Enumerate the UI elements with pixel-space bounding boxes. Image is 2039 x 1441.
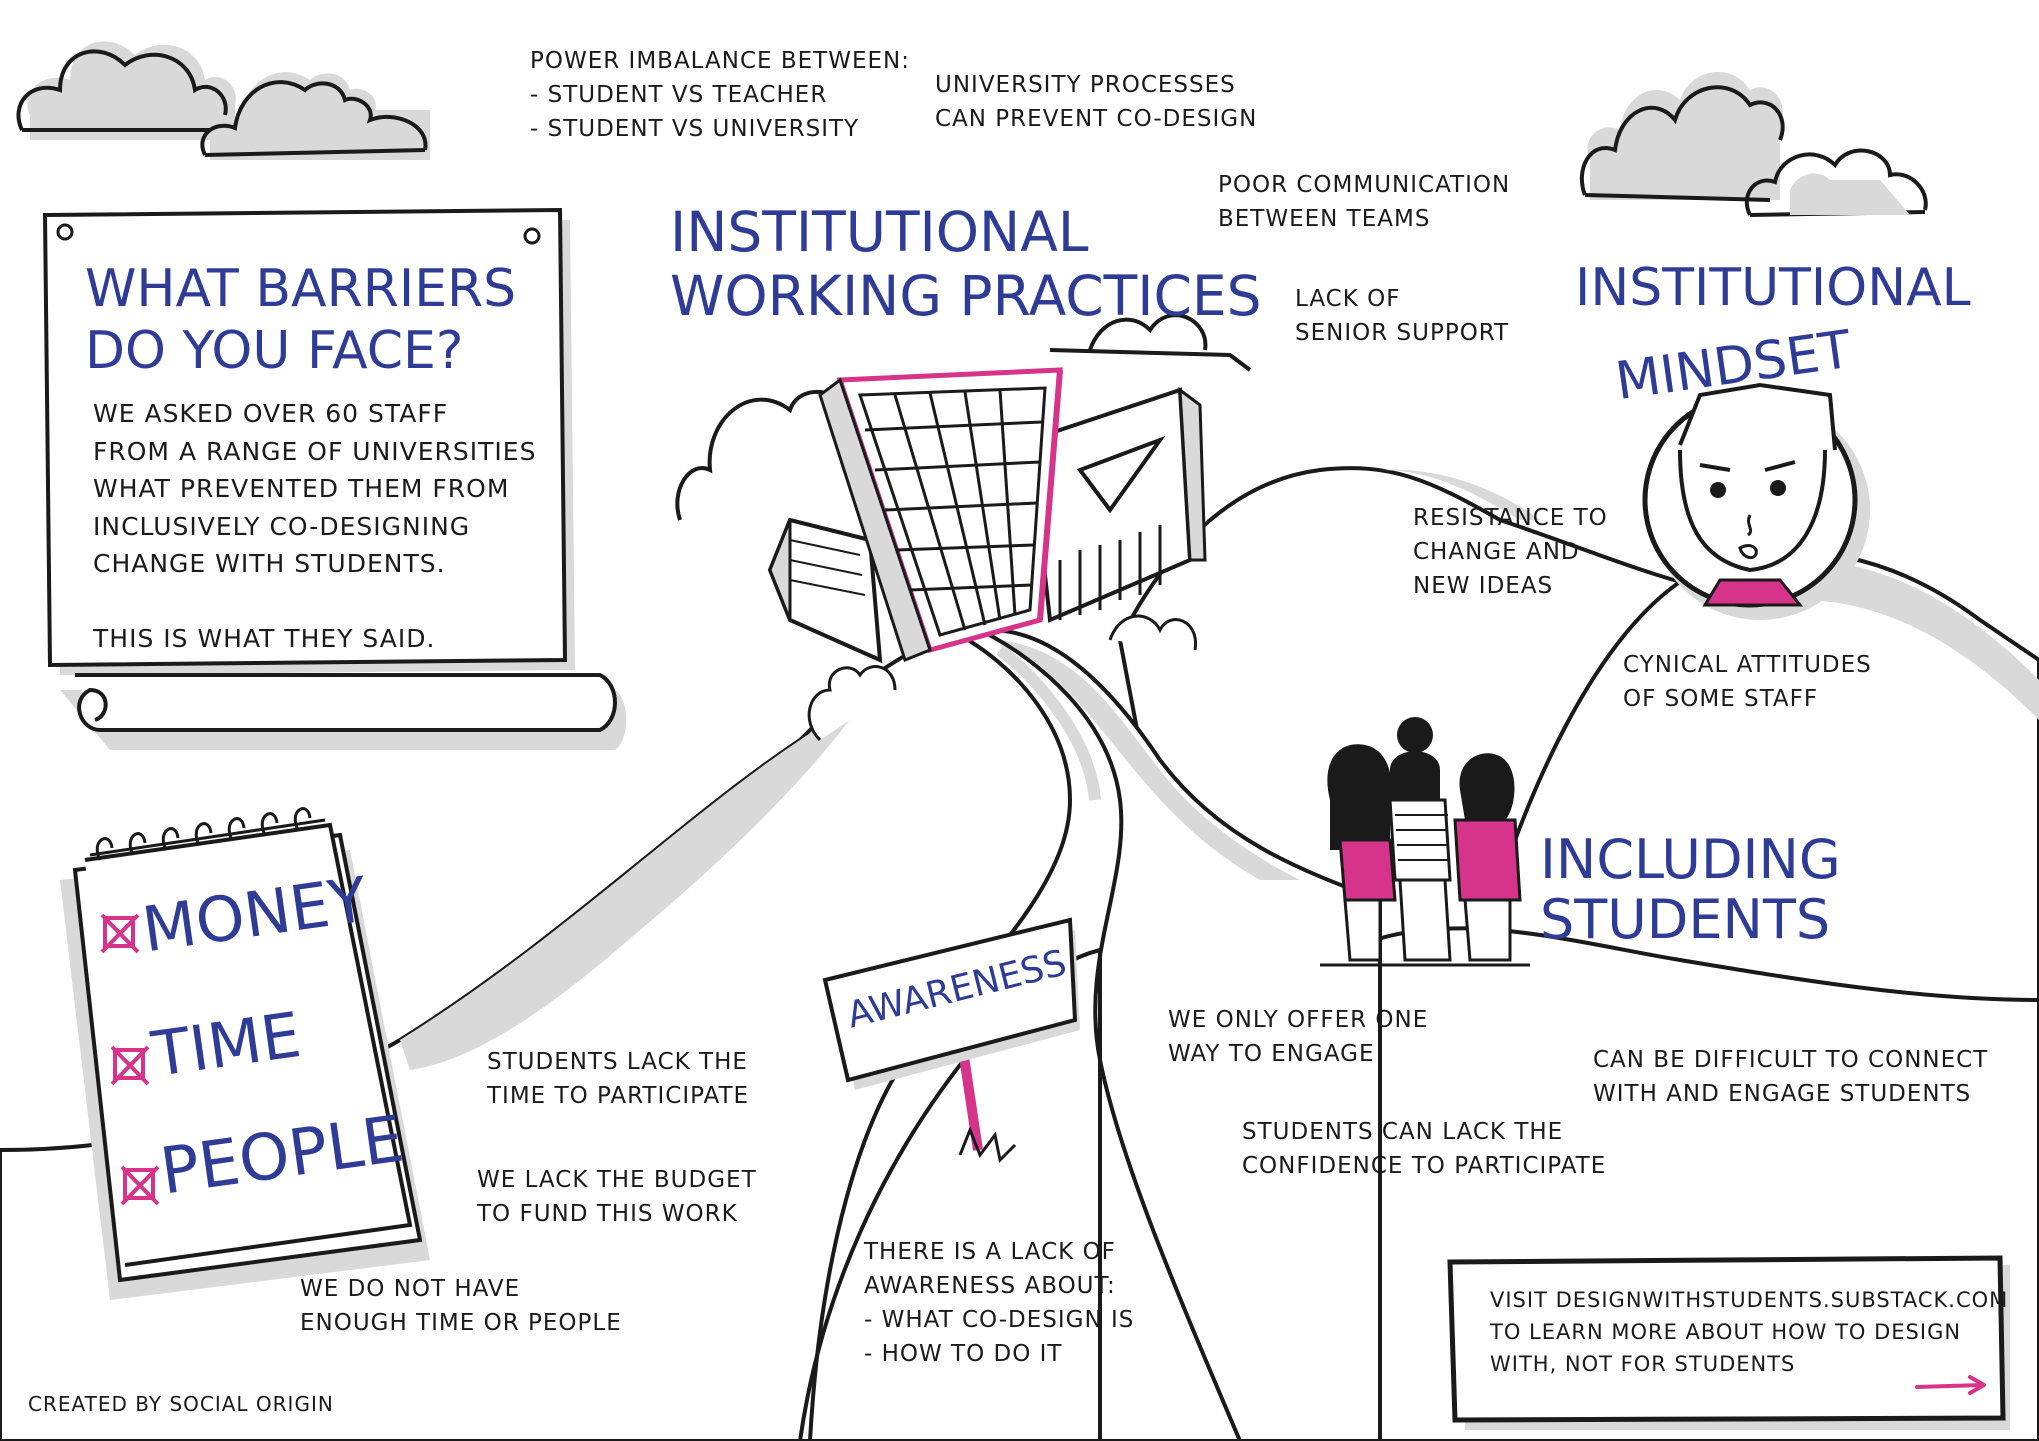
comment-confidence: STUDENTS CAN LACK THE CONFIDENCE TO PART… — [1242, 1119, 1607, 1179]
comment-cynical: CYNICAL ATTITUDES OF SOME STAFF — [1623, 652, 1872, 712]
awareness-sign — [822, 917, 1080, 1164]
intro-body: WE ASKED OVER 60 STAFF FROM A RANGE OF U… — [93, 399, 537, 653]
comment-power-imbalance: POWER IMBALANCE BETWEEN: - STUDENT VS TE… — [530, 48, 910, 142]
comment-lack-awareness: THERE IS A LACK OF AWARENESS ABOUT: - WH… — [864, 1239, 1135, 1367]
notepad — [60, 807, 430, 1300]
visit-text: VISIT DESIGNWITHSTUDENTS.SUBSTACK.COM TO… — [1490, 1288, 2009, 1376]
intro-title: WHAT BARRIERS DO YOU FACE? — [85, 259, 517, 381]
mindset-portrait — [1642, 382, 1870, 620]
university-building — [767, 367, 1207, 742]
comment-one-way: WE ONLY OFFER ONE WAY TO ENGAGE — [1168, 1007, 1429, 1067]
section-title-institutional: INSTITUTIONAL — [1575, 258, 1971, 318]
comment-university-processes: UNIVERSITY PROCESSES CAN PREVENT CO-DESI… — [935, 72, 1258, 132]
students-group — [1320, 717, 1530, 967]
comment-resistance: RESISTANCE TO CHANGE AND NEW IDEAS — [1413, 505, 1608, 599]
footer-credit: CREATED BY SOCIAL ORIGIN — [28, 1392, 334, 1416]
section-title-including-students: INCLUDING STUDENTS — [1540, 828, 1841, 951]
comment-students-time: STUDENTS LACK THE TIME TO PARTICIPATE — [487, 1049, 750, 1109]
section-title-working-practices: INSTITUTIONAL WORKING PRACTICES — [670, 200, 1262, 328]
comment-senior-support: LACK OF SENIOR SUPPORT — [1295, 286, 1510, 346]
comment-budget: WE LACK THE BUDGET TO FUND THIS WORK — [477, 1167, 757, 1227]
comment-difficult-connect: CAN BE DIFFICULT TO CONNECT WITH AND ENG… — [1593, 1047, 1989, 1107]
comment-poor-communication: POOR COMMUNICATION BETWEEN TEAMS — [1218, 172, 1511, 232]
cloud-top-left — [16, 41, 430, 160]
visit-box — [1447, 1255, 2010, 1430]
cloud-top-right — [1579, 71, 1928, 217]
arrow-right-icon — [1915, 1375, 1986, 1395]
intro-scroll-board — [42, 207, 627, 750]
comment-time-people: WE DO NOT HAVE ENOUGH TIME OR PEOPLE — [300, 1276, 622, 1336]
